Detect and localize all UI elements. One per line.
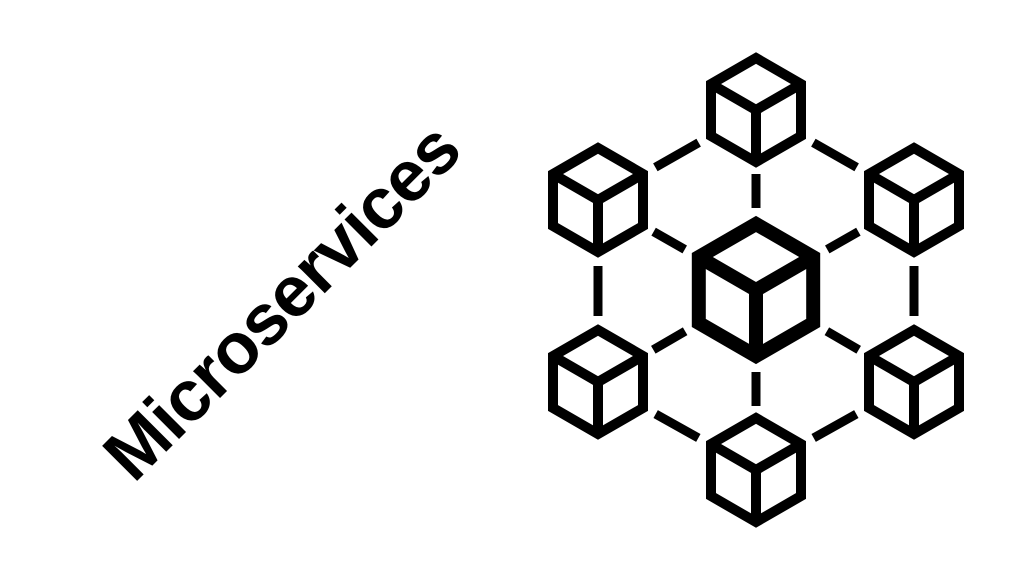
cube-icon	[548, 324, 648, 440]
connector-spoke-4	[651, 327, 688, 354]
connectors	[593, 138, 919, 442]
cube-icon	[548, 142, 648, 258]
connector-spoke-5	[651, 227, 687, 254]
cube-icon	[864, 324, 964, 440]
cube-icon	[864, 142, 964, 258]
cube-icon	[706, 52, 806, 168]
connector-ring-5	[653, 138, 701, 172]
connector-spoke-1	[825, 227, 861, 254]
connector-ring-2	[811, 410, 859, 442]
central-cube-icon	[691, 215, 821, 365]
connector-ring-3	[653, 410, 701, 442]
connector-ring-0	[811, 138, 859, 172]
nodes	[548, 52, 964, 528]
cube-icon	[706, 412, 806, 528]
connector-spoke-2	[824, 327, 861, 354]
